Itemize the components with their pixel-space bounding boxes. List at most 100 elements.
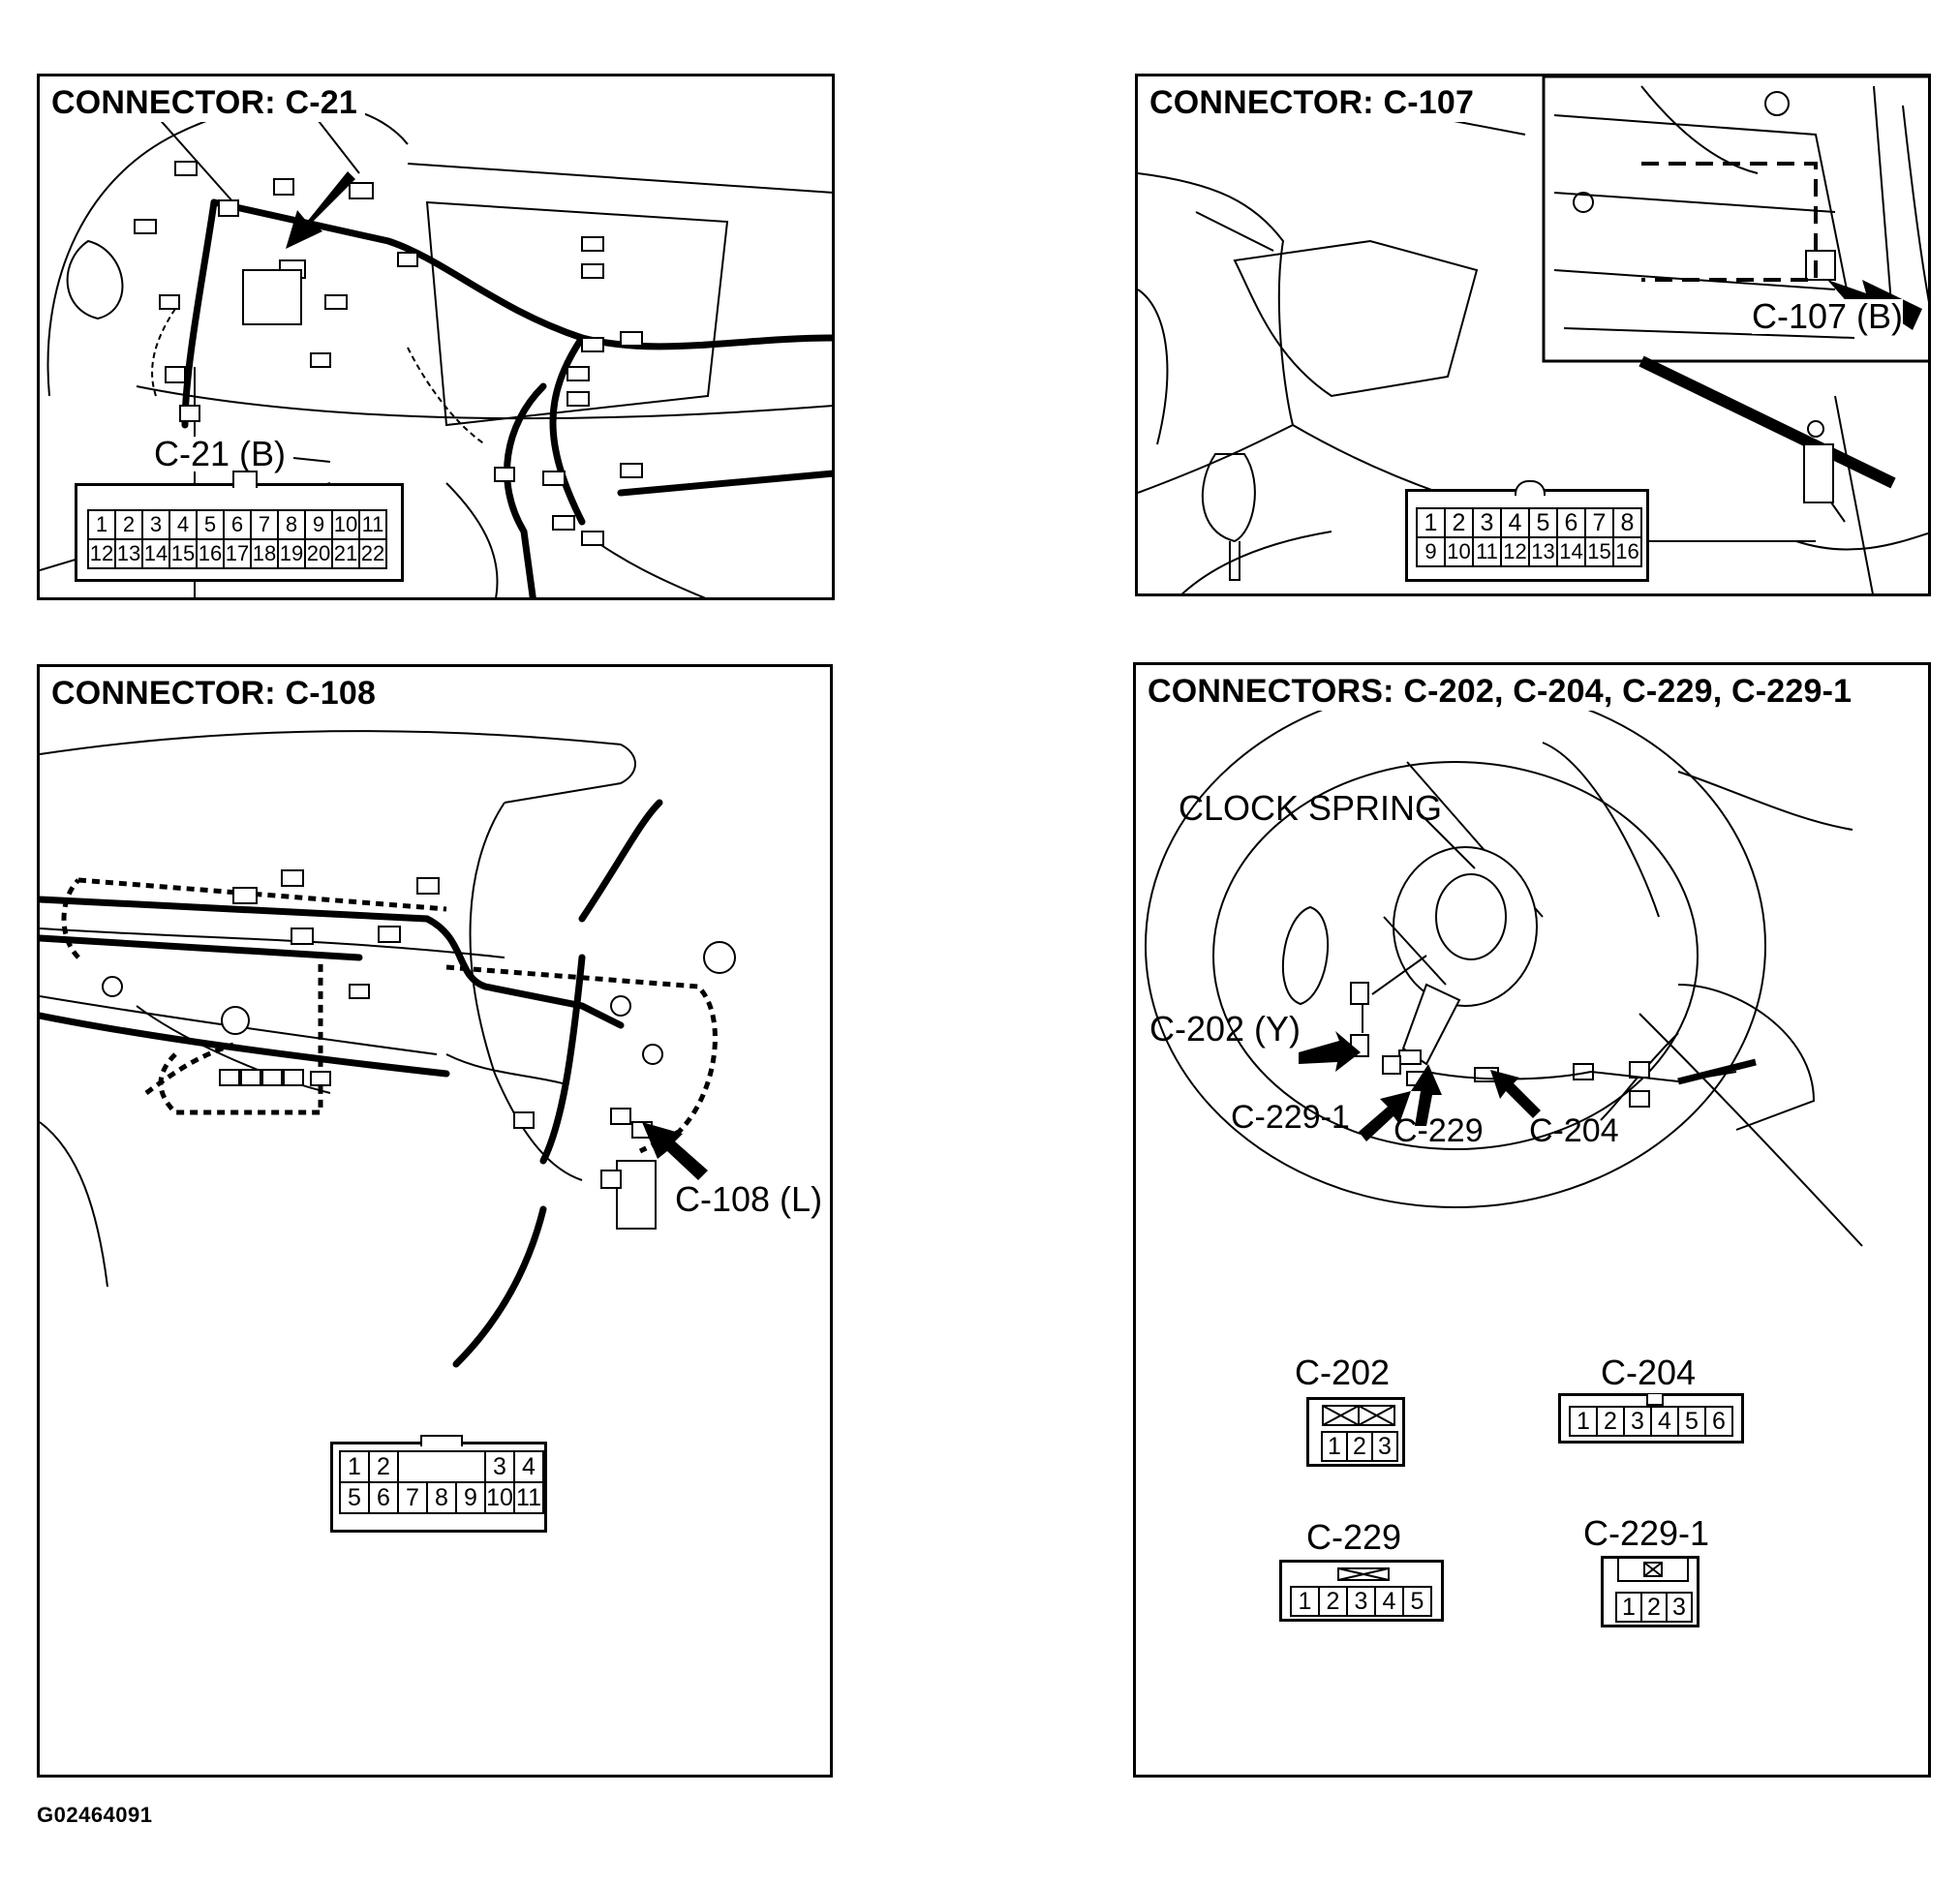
- c21-pin: 9: [306, 511, 333, 540]
- c229-pin: 1: [1292, 1588, 1320, 1617]
- c107-pin: 7: [1586, 509, 1614, 538]
- c108-pin: 6: [370, 1483, 399, 1514]
- panel-connector-c21: CONNECTOR: C-21 C-21 (B) 1 2 3 4 5 6 7 8…: [37, 74, 835, 600]
- c108-pin: 5: [341, 1483, 370, 1514]
- c202-pin-grid: 1 2 3: [1321, 1431, 1398, 1462]
- clock-spring-leader: [1416, 809, 1476, 869]
- c107-connector-key: [1515, 480, 1546, 496]
- c108-callout-label: C-108 (L): [675, 1179, 823, 1219]
- c108-pin: 3: [486, 1452, 515, 1483]
- c229-1-callout-label: C-229-1: [1231, 1099, 1350, 1136]
- c202-pin: 1: [1323, 1433, 1348, 1462]
- c21-pin: 3: [143, 511, 170, 540]
- c202-connector-face: 1 2 3: [1306, 1397, 1405, 1467]
- c107-pin-grid: 1 2 3 4 5 6 7 8 9 10 11 12 13 14 15 16: [1416, 507, 1642, 567]
- c202-pin: 2: [1348, 1433, 1373, 1462]
- c107-pin: 10: [1446, 538, 1474, 567]
- c108-pointer-arrow: [642, 1122, 708, 1180]
- c107-pin: 15: [1586, 538, 1614, 567]
- panel-title: CONNECTOR: C-108: [51, 675, 384, 713]
- c229-1-pin-grid: 1 2 3: [1615, 1592, 1693, 1623]
- panel-title: CONNECTOR: C-21: [51, 84, 365, 122]
- c108-pin: 11: [515, 1483, 544, 1514]
- panel-title: CONNECTOR: C-107: [1149, 84, 1483, 122]
- c204-connector-key: [1646, 1394, 1664, 1406]
- c108-pin-grid: 1 2 3 4 5 6 7 8 9 10 11: [339, 1450, 544, 1514]
- c21-connector-key: [232, 471, 258, 488]
- c229-pin: 2: [1320, 1588, 1348, 1617]
- steering-wheel-illustration: [1145, 684, 1863, 1247]
- figure-code: G02464091: [37, 1803, 153, 1827]
- c202-callout-label: C-202 (Y): [1149, 1009, 1302, 1049]
- c108-pin: 1: [341, 1452, 370, 1483]
- c107-pin: 12: [1502, 538, 1530, 567]
- c107-pin: 8: [1614, 509, 1642, 538]
- c204-pin: 3: [1625, 1408, 1652, 1437]
- c21-pin: 7: [252, 511, 279, 540]
- c204-pin: 2: [1598, 1408, 1625, 1437]
- c202-c229-c204-arrows: [1299, 1031, 1541, 1141]
- c107-pin: 9: [1418, 538, 1446, 567]
- c108-dashboard-illustration: [40, 730, 736, 1368]
- c204-connector-face: 1 2 3 4 5 6: [1558, 1393, 1744, 1444]
- c229-callout-label: C-229: [1393, 1112, 1484, 1149]
- c204-pin-grid: 1 2 3 4 5 6: [1569, 1406, 1733, 1437]
- c107-pin: 6: [1558, 509, 1586, 538]
- c108-pin: 10: [486, 1483, 515, 1514]
- c107-pin: 16: [1614, 538, 1642, 567]
- c204-connector-title: C-204: [1601, 1353, 1697, 1392]
- c229-1-pin: 3: [1668, 1594, 1693, 1623]
- c229-x-mark: [1337, 1567, 1390, 1581]
- c229-pin: 3: [1348, 1588, 1376, 1617]
- c21-pin: 4: [170, 511, 198, 540]
- c21-pin: 17: [225, 540, 252, 569]
- c204-pin: 1: [1571, 1408, 1598, 1437]
- c229-1-connector-title: C-229-1: [1583, 1513, 1710, 1553]
- c107-pin: 4: [1502, 509, 1530, 538]
- c204-pin: 5: [1679, 1408, 1706, 1437]
- c107-pin: 5: [1530, 509, 1558, 538]
- c229-connector-title: C-229: [1306, 1517, 1402, 1557]
- c108-pin: 4: [515, 1452, 544, 1483]
- c108-pin: 9: [457, 1483, 486, 1514]
- c21-connector-face: 1 2 3 4 5 6 7 8 9 10 11 12 13 14 15 16 1…: [75, 471, 404, 582]
- c21-pin-grid: 1 2 3 4 5 6 7 8 9 10 11 12 13 14 15 16 1…: [87, 509, 387, 569]
- panel-connectors-c202-c204-c229: CONNECTORS: C-202, C-204, C-229, C-229-1…: [1133, 662, 1931, 1778]
- c21-pin: 19: [279, 540, 306, 569]
- c204-pin: 6: [1706, 1408, 1733, 1437]
- c108-pin: 7: [399, 1483, 428, 1514]
- c229-pin: 4: [1376, 1588, 1404, 1617]
- c204-callout-label: C-204: [1529, 1112, 1619, 1149]
- c229-1-x-mark: [1643, 1562, 1663, 1577]
- c21-pin: 13: [116, 540, 143, 569]
- c21-pin: 16: [198, 540, 225, 569]
- c21-dashboard-illustration: [40, 85, 832, 597]
- c229-1-pin: 1: [1617, 1594, 1642, 1623]
- c202-x-marks: [1322, 1405, 1395, 1426]
- c21-pin: 22: [360, 540, 387, 569]
- c108-connector-face: 1 2 3 4 5 6 7 8 9 10 11: [330, 1435, 547, 1533]
- c108-pin-empty: [428, 1452, 457, 1483]
- c21-pin: 18: [252, 540, 279, 569]
- c229-pin: 5: [1404, 1588, 1432, 1617]
- c21-pin: 21: [333, 540, 360, 569]
- panel-connector-c107: CONNECTOR: C-107 C-107 (B) 1 2 3 4 5 6 7…: [1135, 74, 1931, 596]
- c107-pin: 2: [1446, 509, 1474, 538]
- c108-pin-empty: [457, 1452, 486, 1483]
- c229-connector-face: 1 2 3 4 5: [1279, 1560, 1444, 1622]
- c21-pin: 12: [89, 540, 116, 569]
- c202-pin: 3: [1373, 1433, 1398, 1462]
- c107-pin: 11: [1474, 538, 1502, 567]
- c107-pin: 3: [1474, 509, 1502, 538]
- c229-pin-grid: 1 2 3 4 5: [1290, 1586, 1432, 1617]
- c204-pin: 4: [1652, 1408, 1679, 1437]
- c21-pin: 14: [143, 540, 170, 569]
- c202-connector-title: C-202: [1295, 1353, 1391, 1392]
- c108-connector-key: [420, 1435, 463, 1446]
- c107-callout-label: C-107 (B): [1752, 296, 1904, 336]
- c21-pin: 8: [279, 511, 306, 540]
- c107-pin: 1: [1418, 509, 1446, 538]
- c21-pin: 1: [89, 511, 116, 540]
- c229-1-connector-face: 1 2 3: [1601, 1556, 1700, 1627]
- clock-spring-label: CLOCK SPRING: [1179, 788, 1443, 828]
